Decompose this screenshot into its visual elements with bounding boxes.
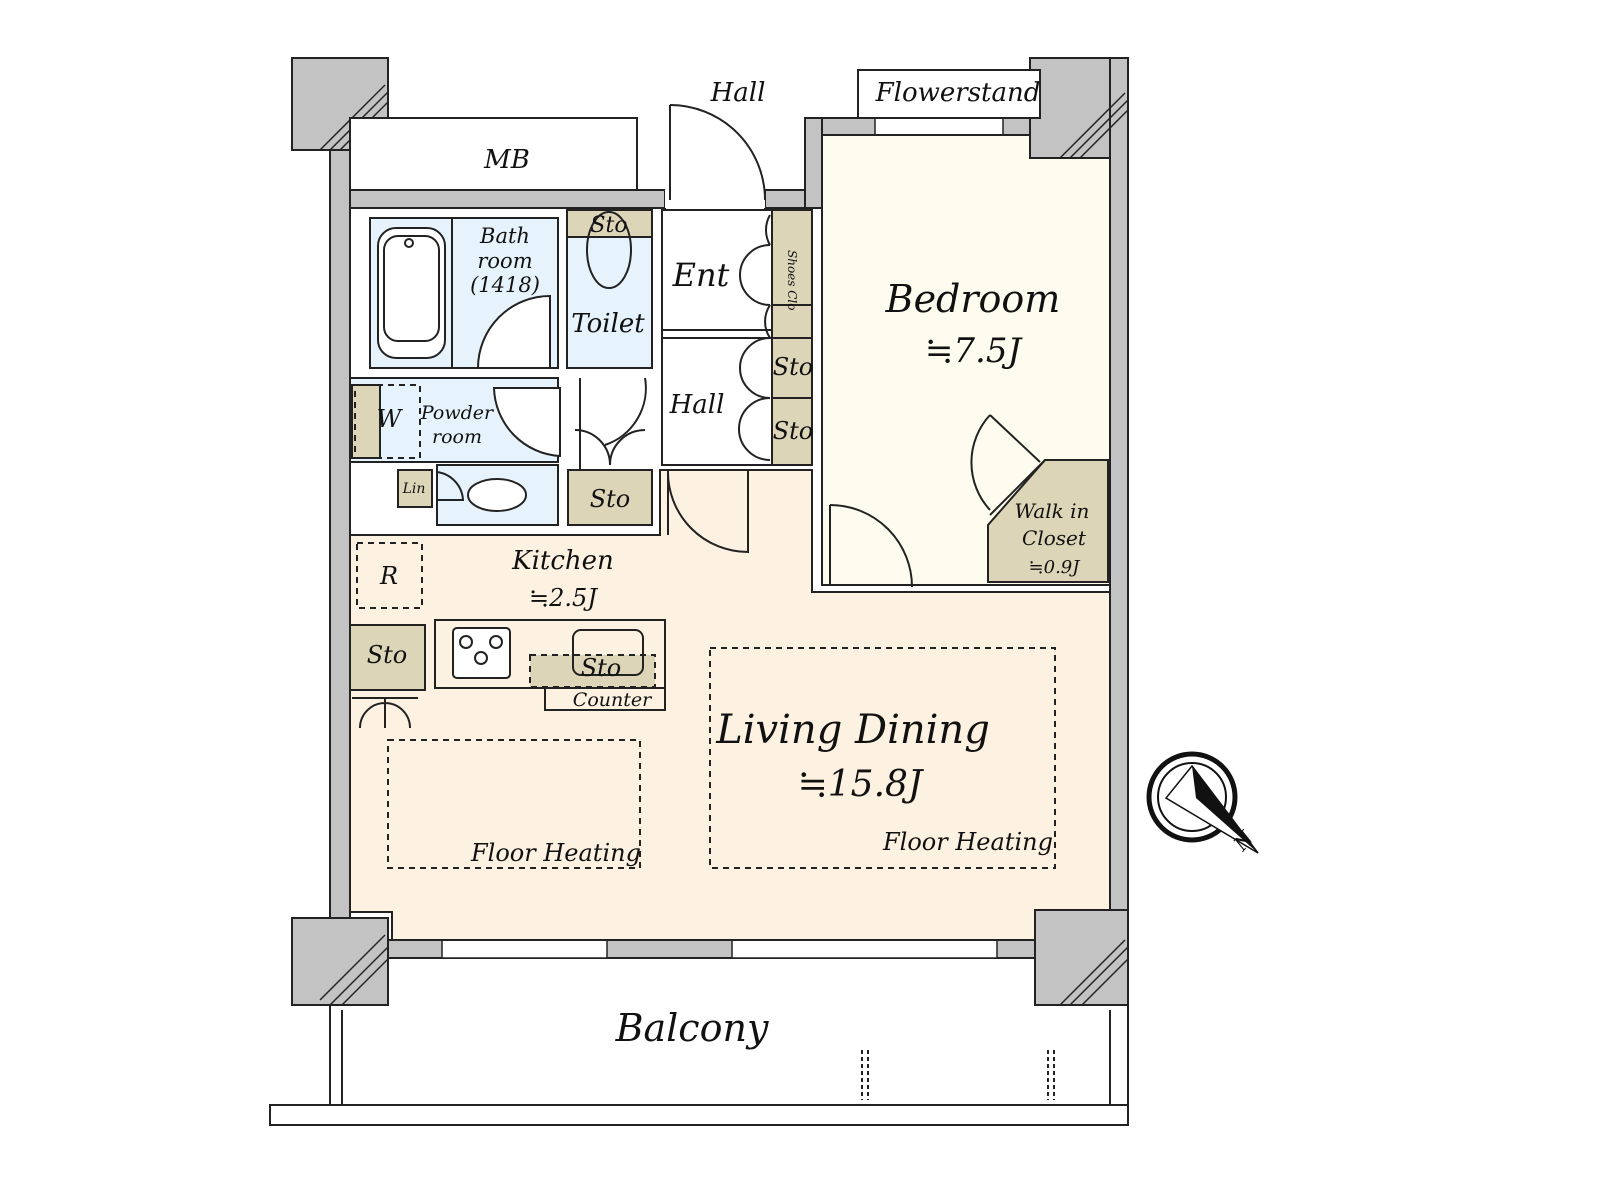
label-sto-counter: Sto (581, 654, 622, 682)
label-hall: Hall (669, 390, 725, 420)
label-mb: MB (483, 145, 530, 175)
label-sto-kitchen-left: Sto (367, 641, 408, 669)
label-balcony: Balcony (615, 1006, 769, 1050)
label-walkin-area: ≒0.9J (1029, 557, 1082, 578)
label-hall-top: Hall (710, 78, 766, 108)
label-living-dining-area: ≒15.8J (798, 764, 925, 805)
closet-door[interactable] (970, 414, 1041, 511)
label-lin: Lin (402, 481, 426, 497)
walk-in-closet (987, 459, 1109, 583)
label-toilet-sto: Sto (590, 213, 627, 238)
label-walkin: Walk in (1015, 499, 1090, 523)
entrance-door[interactable] (665, 104, 766, 208)
label-w: W (377, 405, 404, 433)
label-powder-2: room (432, 426, 482, 448)
linen-closet (397, 469, 433, 508)
storage-hall (567, 469, 653, 526)
label-bathroom: Bath (479, 224, 530, 248)
toilet-icon (586, 211, 632, 289)
mb-area (349, 117, 638, 191)
washer-space (354, 384, 421, 459)
label-powder: Powder (420, 402, 495, 424)
label-bathroom-2: room (477, 249, 532, 273)
label-bedroom-area: ≒7.5J (925, 331, 1024, 371)
label-r: R (379, 562, 398, 590)
floor-heating-kitchen (387, 739, 641, 869)
label-floor-heating-2: Floor Heating (882, 828, 1053, 856)
label-kitchen-area: ≒2.5J (529, 584, 598, 612)
label-bedroom: Bedroom (885, 277, 1061, 321)
label-sto-hall-1: Sto (773, 353, 814, 381)
walls (291, 57, 1129, 1006)
kitchen-storage (349, 624, 426, 691)
living-dining-kitchen-floor (349, 469, 1111, 941)
label-sto-near-kitchen: Sto (590, 485, 631, 513)
label-living-dining: Living Dining (715, 707, 990, 753)
powder-room-door[interactable] (492, 387, 561, 458)
label-floor-heating-1: Floor Heating (470, 839, 641, 867)
balcony (269, 957, 1129, 1126)
closet-doors[interactable] (738, 214, 771, 461)
label-walkin-2: Closet (1022, 526, 1087, 550)
bedroom-door[interactable] (829, 504, 913, 588)
label-shoes-clo: Shoes Clo (785, 250, 799, 311)
label-sto-hall-2: Sto (773, 417, 814, 445)
kitchen-sink-icon (572, 629, 644, 676)
bathtub-icon (377, 227, 446, 359)
flowerstand (857, 69, 1041, 119)
label-kitchen: Kitchen (511, 546, 614, 576)
label-bathroom-size: (1418) (470, 273, 540, 297)
floor-heating-living (709, 647, 1056, 869)
bathroom-door[interactable] (476, 294, 551, 369)
label-flowerstand: Flowerstand (875, 78, 1041, 108)
label-ent: Ent (672, 256, 730, 294)
compass-icon (1146, 751, 1259, 854)
label-toilet: Toilet (571, 309, 645, 339)
room-labels: Hall Flowerstand MB Bath room (1418) Sto… (367, 78, 1259, 1050)
label-counter: Counter (573, 689, 653, 711)
sink-icon (467, 478, 527, 512)
